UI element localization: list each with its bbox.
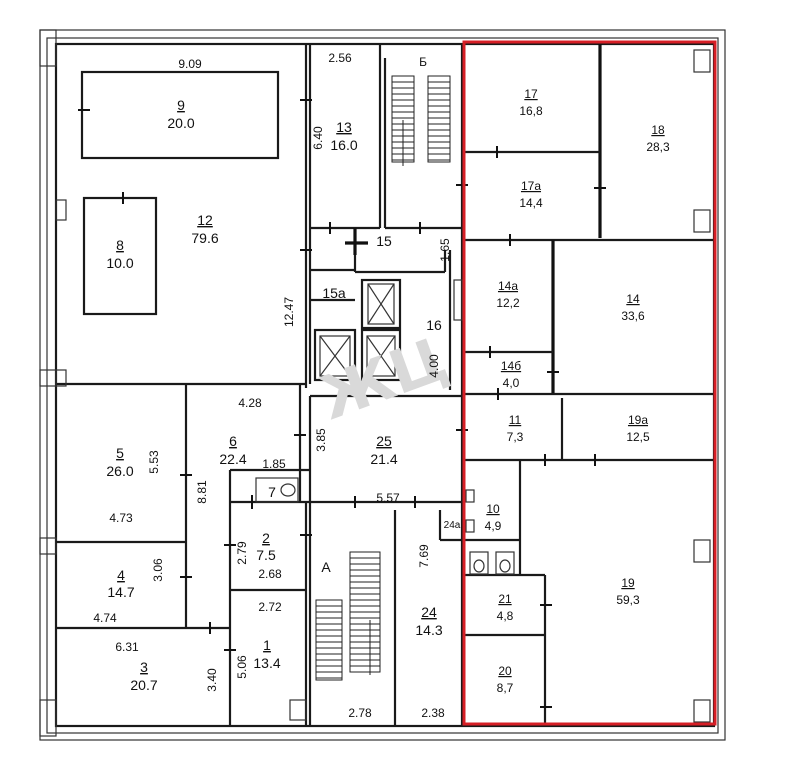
dim-7-69: 7.69 xyxy=(417,544,431,568)
room-11-number: 11 xyxy=(509,413,522,427)
dimension-labels: 9.09 2.56 6.40 1.65 12.47 4.00 4.28 3.85… xyxy=(93,51,452,720)
room-21-number: 21 xyxy=(498,592,512,606)
dim-4-00: 4.00 xyxy=(427,354,441,378)
stairs xyxy=(315,75,451,681)
dim-9-09: 9.09 xyxy=(178,57,202,71)
stair-flight xyxy=(427,75,451,163)
room-10-number: 10 xyxy=(486,502,500,516)
dim-12-47: 12.47 xyxy=(282,297,296,327)
room-16-number: 16 xyxy=(426,317,442,333)
dim-6-40: 6.40 xyxy=(311,126,325,150)
elevator-shafts xyxy=(319,283,396,377)
room-6-number: 6 xyxy=(229,433,237,449)
room-11-area: 7,3 xyxy=(507,430,524,444)
room-4-area: 14.7 xyxy=(107,584,134,600)
stair-a-label: А xyxy=(321,559,331,575)
room-19-area: 59,3 xyxy=(616,593,640,607)
dim-1-65: 1.65 xyxy=(438,238,452,262)
room-14a-number: 14а xyxy=(498,279,518,293)
room-13-number: 13 xyxy=(336,119,352,135)
room-6-area: 22.4 xyxy=(219,451,246,467)
dim-4-28: 4.28 xyxy=(238,396,262,410)
watermark: ЖЦ xyxy=(311,324,456,434)
room-19-number: 19 xyxy=(621,576,635,590)
room-25-number: 25 xyxy=(376,433,392,449)
room-17-number: 17 xyxy=(524,87,538,101)
room-13-area: 16.0 xyxy=(330,137,357,153)
dim-3-40: 3.40 xyxy=(205,668,219,692)
room-9-number: 9 xyxy=(177,97,185,113)
room-15-number: 15 xyxy=(376,233,392,249)
room-24a-number: 24а xyxy=(444,520,461,531)
room-9-area: 20.0 xyxy=(167,115,194,131)
room-25-area: 21.4 xyxy=(370,451,397,467)
room-2-area: 7.5 xyxy=(256,547,276,563)
room-21-area: 4,8 xyxy=(497,609,514,623)
dim-4-74: 4.74 xyxy=(93,611,117,625)
room-1-number: 1 xyxy=(263,637,271,653)
room-18-area: 28,3 xyxy=(646,140,670,154)
room-8-number: 8 xyxy=(116,237,124,253)
room-labels: 9 20.0 12 79.6 8 10.0 13 16.0 15 15а 16 … xyxy=(106,55,670,695)
room-19a-number: 19а xyxy=(628,413,648,427)
room-8-area: 10.0 xyxy=(106,255,133,271)
room-3-area: 20.7 xyxy=(130,677,157,693)
room-3-number: 3 xyxy=(140,659,148,675)
room-14b-number: 14б xyxy=(501,359,521,373)
dim-3-06: 3.06 xyxy=(151,558,165,582)
stair-b-label: Б xyxy=(419,55,427,69)
room-14a-area: 12,2 xyxy=(496,296,520,310)
dim-2-72: 2.72 xyxy=(258,600,282,614)
room-18-number: 18 xyxy=(651,123,665,137)
room-20-area: 8,7 xyxy=(497,681,514,695)
dim-8-81: 8.81 xyxy=(195,480,209,504)
room-4-number: 4 xyxy=(117,567,125,583)
room-12-number: 12 xyxy=(197,212,213,228)
room-14-number: 14 xyxy=(626,292,640,306)
room-24-number: 24 xyxy=(421,604,437,620)
highlight-frame xyxy=(462,40,717,726)
room-24-area: 14.3 xyxy=(415,622,442,638)
dim-3-85: 3.85 xyxy=(314,428,328,452)
dim-2-56: 2.56 xyxy=(328,51,352,65)
room-7-number: 7 xyxy=(268,484,276,500)
dim-2-68: 2.68 xyxy=(258,567,282,581)
dim-5-57: 5.57 xyxy=(376,491,400,505)
dim-2-79: 2.79 xyxy=(235,541,249,565)
dim-1-85: 1.85 xyxy=(262,457,286,471)
door-marks xyxy=(78,99,606,708)
sanitary-fixtures xyxy=(255,279,515,575)
room-5-number: 5 xyxy=(116,445,124,461)
room-10-area: 4,9 xyxy=(485,519,502,533)
room-14b-area: 4,0 xyxy=(503,376,520,390)
room-5-area: 26.0 xyxy=(106,463,133,479)
room-15a-number: 15а xyxy=(322,285,346,301)
room-17-area: 16,8 xyxy=(519,104,543,118)
room-14-area: 33,6 xyxy=(621,309,645,323)
interior-walls xyxy=(55,44,714,726)
dim-5-53: 5.53 xyxy=(147,450,161,474)
room-1-area: 13.4 xyxy=(253,655,280,671)
dim-2-38: 2.38 xyxy=(421,706,445,720)
dim-2-78: 2.78 xyxy=(348,706,372,720)
dim-5-06: 5.06 xyxy=(235,655,249,679)
room-20-number: 20 xyxy=(498,664,512,678)
dim-4-73: 4.73 xyxy=(109,511,133,525)
room-17a-number: 17а xyxy=(521,179,541,193)
stair-flight xyxy=(315,599,343,681)
room-17a-area: 14,4 xyxy=(519,196,543,210)
room-2-number: 2 xyxy=(262,530,270,546)
room-19a-area: 12,5 xyxy=(626,430,650,444)
dim-6-31: 6.31 xyxy=(115,640,139,654)
room-12-area: 79.6 xyxy=(191,230,218,246)
